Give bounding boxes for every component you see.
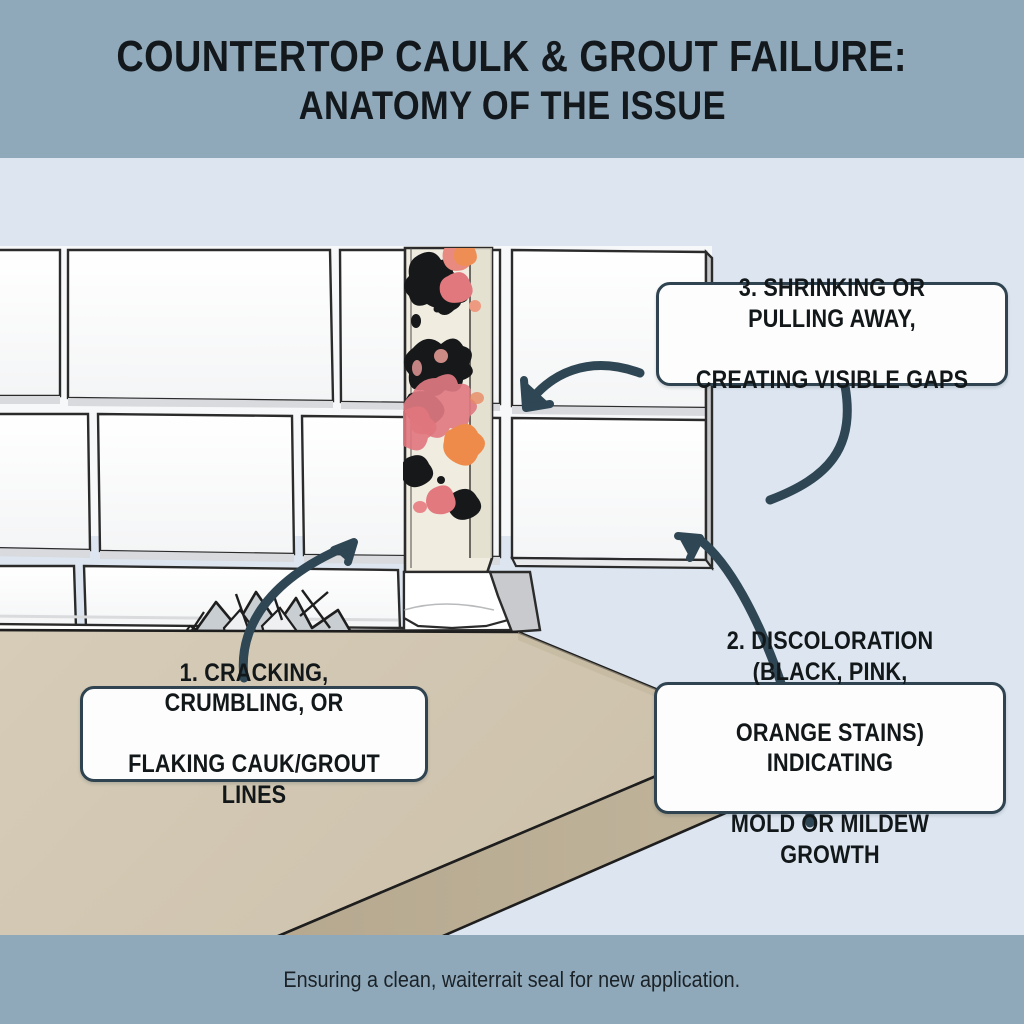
tile-row-1 (0, 248, 708, 416)
mold-stains (403, 248, 485, 520)
stain-pink-2 (403, 406, 437, 451)
page-title-line-2: ANATOMY OF THE ISSUE (298, 84, 726, 129)
callout-2-line-1: 2. DISCOLORATION (BLACK, PINK, (726, 627, 934, 686)
callout-1-text: 1. CRACKING, CRUMBLING, OR FLAKING CAUK/… (108, 658, 400, 811)
arrow-1-path (238, 539, 357, 683)
wall-bottom-face (510, 556, 715, 570)
callout-box-2[interactable]: 2. DISCOLORATION (BLACK, PINK, ORANGE ST… (654, 627, 1006, 869)
stained-caulk-column (403, 246, 494, 575)
callout-3-line-1: 3. SHRINKING OR PULLING AWAY, (738, 274, 926, 333)
page-title-line-1: COUNTERTOP CAULK & GROUT FAILURE: (116, 32, 908, 82)
callout-box-3[interactable]: 3. SHRINKING OR PULLING AWAY, CREATING V… (656, 274, 1008, 394)
arrow-3-head (520, 376, 554, 412)
stain-orange-1 (443, 423, 485, 466)
callout-1-line-1: 1. CRACKING, CRUMBLING, OR (164, 658, 344, 718)
callout-3-text: 3. SHRINKING OR PULLING AWAY, CREATING V… (684, 273, 980, 395)
stain-black-6 (447, 488, 482, 520)
callout-2-line-3: MOLD OR MILDEW GROWTH (730, 810, 930, 869)
caulk-bead-joint (0, 570, 542, 634)
stain-pink-4 (439, 272, 473, 303)
stain-orange-2 (454, 248, 477, 266)
arrow-3-tail (765, 381, 852, 505)
header-banner: COUNTERTOP CAULK & GROUT FAILURE: ANATOM… (0, 0, 1024, 158)
footer-caption: Ensuring a clean, waiterrait seal for ne… (283, 966, 741, 992)
callout-3-line-2: CREATING VISIBLE GAPS (695, 365, 969, 394)
stain-pink-5 (426, 485, 456, 515)
callout-1-line-2: FLAKING CAUK/GROUT LINES (128, 750, 380, 809)
callout-box-1[interactable]: 1. CRACKING, CRUMBLING, OR FLAKING CAUK/… (80, 659, 428, 809)
stain-black-5 (403, 455, 434, 488)
footer-banner: Ensuring a clean, waiterrait seal for ne… (0, 935, 1024, 1024)
callout-2-line-2: ORANGE STAINS) INDICATING (735, 718, 925, 778)
arrow-2-head (674, 532, 704, 562)
arrow-1-head (330, 538, 358, 566)
callout-2-text: 2. DISCOLORATION (BLACK, PINK, ORANGE ST… (682, 626, 978, 870)
caulk-bead-corner (488, 570, 542, 634)
